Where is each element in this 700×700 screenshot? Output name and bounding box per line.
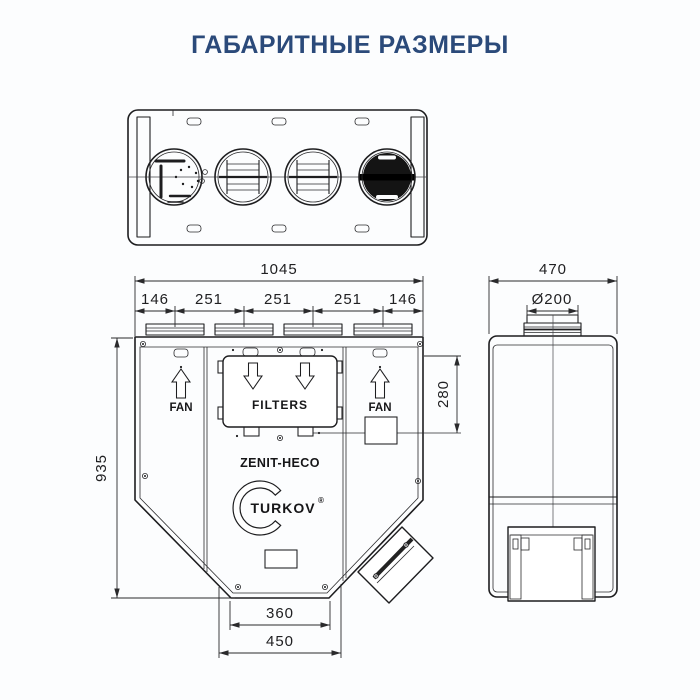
front-view: FILTERS FAN FAN ZENIT-HECO TURKOV ® — [93, 261, 461, 658]
dim-bottom-port-value: 360 — [266, 605, 294, 622]
vent-slots — [186, 117, 370, 233]
dim-height-value: 935 — [93, 454, 110, 482]
fan-left-label: FAN — [170, 402, 193, 414]
dim-segment-value: 146 — [389, 291, 417, 308]
page-title: ГАБАРИТНЫЕ РАЗМЕРЫ — [191, 31, 509, 59]
dim-duct-diameter-value: Ø200 — [532, 291, 573, 308]
model-label: ZENIT-HECO — [240, 456, 320, 470]
front-body-inner-line — [139, 346, 419, 594]
dim-segment-value: 251 — [334, 291, 362, 308]
panel-screws — [139, 340, 423, 591]
dim-side-depth: 470 — [488, 261, 618, 334]
duct-port-open — [358, 148, 416, 206]
fan-left-marker: FAN — [170, 368, 193, 414]
duct-port-fan-internals — [145, 148, 208, 206]
filters-label: FILTERS — [252, 398, 308, 412]
dim-service-depth: 280 — [424, 355, 461, 433]
nameplate — [264, 549, 298, 569]
dim-height: 935 — [93, 337, 235, 599]
dim-bottom-opening-value: 450 — [266, 633, 294, 650]
dim-bottom-port: 360 — [229, 601, 331, 630]
filters-access-panel: FILTERS — [217, 355, 343, 437]
dim-side-depth-value: 470 — [539, 261, 567, 278]
front-body-outline — [134, 336, 424, 599]
logo-c-ring — [232, 480, 282, 536]
dim-port-spacing: 146 251 251 251 146 — [135, 291, 423, 327]
airflow-down-arrow-icon — [294, 362, 316, 390]
dim-segment-value: 146 — [141, 291, 169, 308]
dim-bottom-opening: 450 — [218, 584, 342, 658]
dim-service-depth-value: 280 — [435, 380, 452, 408]
fan-right-marker: FAN — [369, 368, 392, 414]
side-view: 470 Ø200 — [488, 261, 618, 602]
top-duct-flanges — [145, 323, 413, 336]
brand-logo: TURKOV ® — [232, 480, 324, 536]
drain-chute-front — [357, 526, 434, 604]
drain-chute-side — [507, 526, 596, 602]
dim-total-width: 1045 — [134, 261, 424, 336]
airflow-up-arrow-icon — [170, 368, 192, 399]
side-duct-port — [523, 314, 582, 337]
airflow-up-arrow-icon — [369, 368, 391, 399]
dim-total-width-value: 1045 — [260, 261, 297, 278]
top-view — [127, 109, 428, 246]
dim-duct-diameter: Ø200 — [526, 291, 579, 317]
duct-port-grille — [214, 148, 272, 206]
airflow-down-arrow-icon — [242, 362, 264, 390]
duct-port-grille — [284, 148, 342, 206]
brand-label: TURKOV — [250, 500, 315, 516]
dim-segment-value: 251 — [264, 291, 292, 308]
top-view-casing — [127, 109, 428, 246]
fan-right-label: FAN — [369, 402, 392, 414]
junction-box — [364, 416, 398, 445]
dim-segment-value: 251 — [195, 291, 223, 308]
registered-mark: ® — [318, 496, 324, 505]
